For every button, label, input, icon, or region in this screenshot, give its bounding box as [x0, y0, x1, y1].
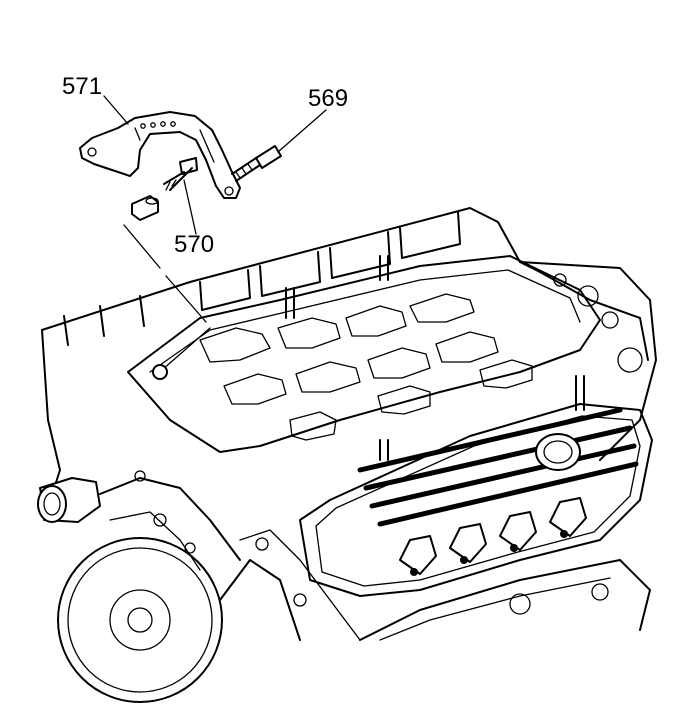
bushing-570 [131, 195, 159, 221]
engine-block [37, 207, 657, 703]
bolt-569 [231, 145, 282, 182]
bolt-570 [163, 157, 198, 191]
callout-570: 570 [174, 231, 214, 258]
callout-569: 569 [308, 85, 348, 112]
callout-571: 571 [62, 73, 102, 100]
lift-bracket-571 [79, 111, 241, 199]
leader-lines [103, 95, 327, 371]
